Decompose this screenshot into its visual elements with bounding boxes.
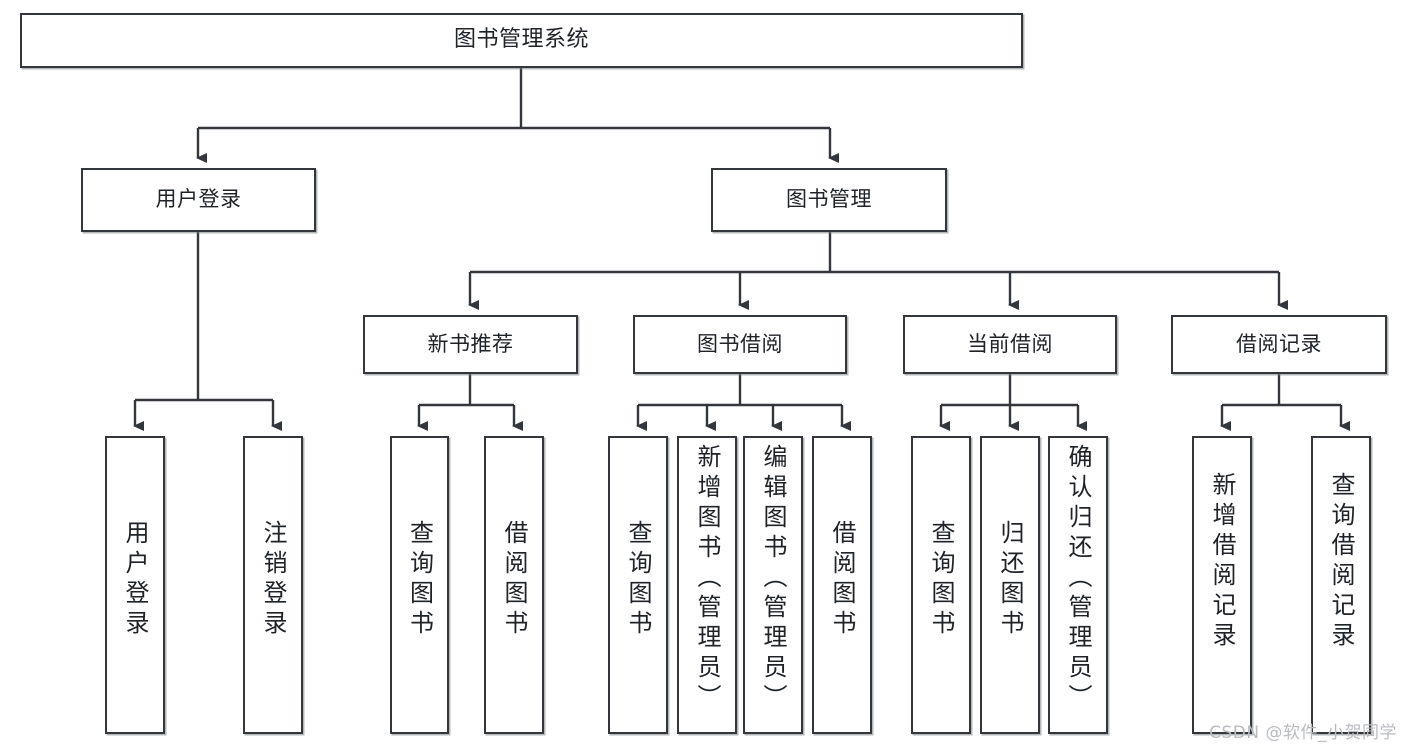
node-label: 图书借阅 <box>697 331 783 356</box>
node-user-login[interactable]: 用户登录 <box>81 168 316 232</box>
node-label: 查询图书 <box>927 520 955 640</box>
node-label: 新书推荐 <box>427 331 514 356</box>
node-root-system[interactable]: 图书管理系统 <box>20 13 1023 68</box>
leaf-edit-book-admin[interactable]: 编辑图书（管理员） <box>743 436 803 734</box>
node-label: 当前借阅 <box>967 331 1053 356</box>
leaf-query-book-borrow[interactable]: 查询图书 <box>608 436 668 734</box>
node-borrow-record[interactable]: 借阅记录 <box>1171 315 1387 374</box>
csdn-watermark: CSDN @软件_小贺同学 <box>1209 723 1397 743</box>
leaf-confirm-return-admin[interactable]: 确认归还（管理员） <box>1048 436 1108 734</box>
node-label: 借阅图书 <box>500 520 528 640</box>
node-label: 用户登录 <box>155 187 242 212</box>
node-label: 归还图书 <box>996 520 1024 640</box>
node-label: 注销登录 <box>259 520 287 640</box>
leaf-borrow-book-recommend[interactable]: 借阅图书 <box>484 436 544 734</box>
leaf-logout-login[interactable]: 注销登录 <box>243 436 303 734</box>
node-label: 用户登录 <box>121 520 149 640</box>
node-label: 借阅记录 <box>1236 331 1322 356</box>
node-label: 编辑图书（管理员） <box>759 444 787 714</box>
leaf-user-login[interactable]: 用户登录 <box>105 436 165 734</box>
leaf-borrow-book[interactable]: 借阅图书 <box>812 436 872 734</box>
node-label: 图书管理系统 <box>453 27 589 53</box>
node-label: 查询借阅记录 <box>1327 472 1355 652</box>
node-label: 新增图书（管理员） <box>693 444 721 714</box>
leaf-add-book-admin[interactable]: 新增图书（管理员） <box>677 436 737 734</box>
node-current-borrow[interactable]: 当前借阅 <box>903 315 1117 374</box>
node-label: 查询图书 <box>405 520 434 640</box>
leaf-query-book-current[interactable]: 查询图书 <box>911 436 971 734</box>
leaf-query-borrow-record[interactable]: 查询借阅记录 <box>1311 436 1371 734</box>
node-book-borrow[interactable]: 图书借阅 <box>633 315 847 374</box>
leaf-add-borrow-record[interactable]: 新增借阅记录 <box>1192 436 1252 734</box>
node-label: 图书管理 <box>786 187 872 212</box>
node-book-management[interactable]: 图书管理 <box>711 168 947 232</box>
node-label: 借阅图书 <box>828 520 856 640</box>
node-new-book-recommend[interactable]: 新书推荐 <box>363 315 578 374</box>
leaf-return-book[interactable]: 归还图书 <box>980 436 1040 734</box>
node-label: 查询图书 <box>624 520 652 640</box>
node-label: 新增借阅记录 <box>1208 472 1236 652</box>
leaf-query-book-recommend[interactable]: 查询图书 <box>390 436 449 734</box>
node-label: 确认归还（管理员） <box>1064 444 1092 714</box>
